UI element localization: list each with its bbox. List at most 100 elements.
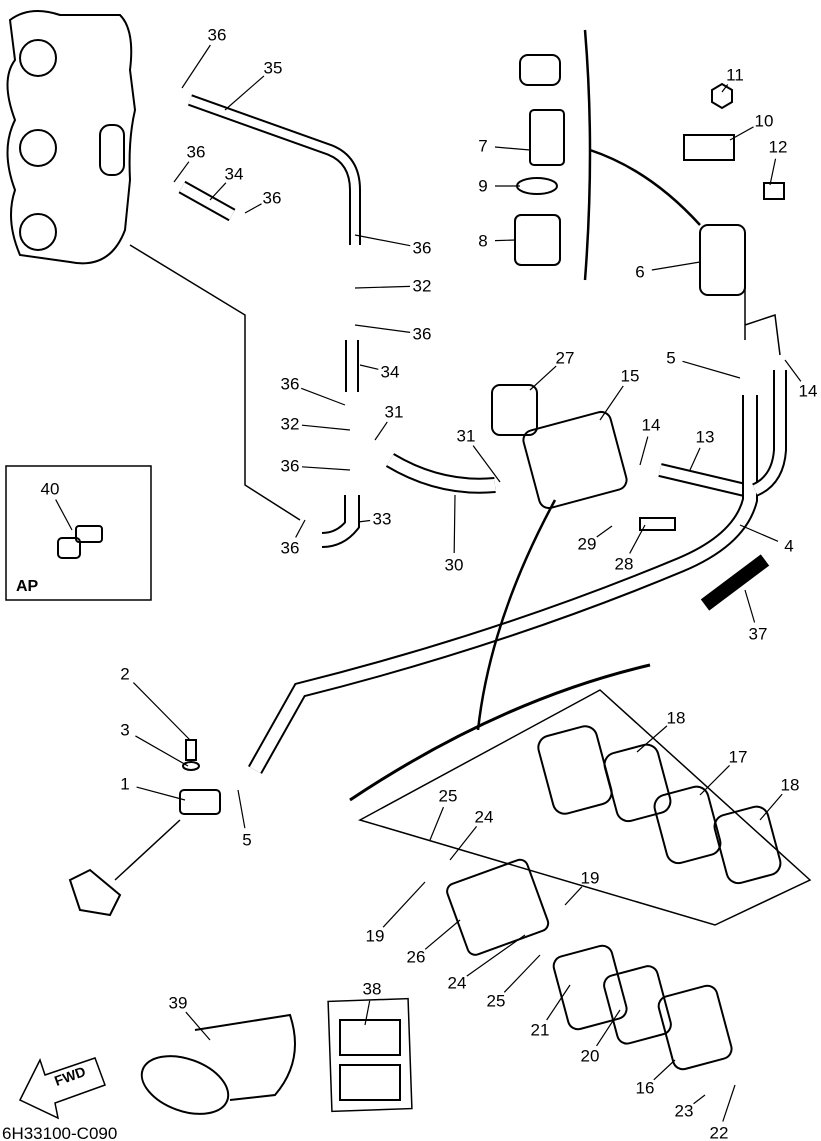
leader-line-23 bbox=[693, 1094, 706, 1105]
callout-38: 38 bbox=[362, 979, 382, 999]
callout-19: 19 bbox=[580, 868, 600, 888]
leader-line-36 bbox=[300, 387, 346, 406]
leader-line-27 bbox=[529, 365, 557, 391]
callout-12: 12 bbox=[768, 137, 788, 157]
leader-line-19 bbox=[564, 886, 583, 906]
leader-line-34 bbox=[359, 364, 379, 370]
leader-line-29 bbox=[596, 525, 613, 538]
callout-20: 20 bbox=[580, 1046, 600, 1066]
callout-35: 35 bbox=[263, 58, 283, 78]
callout-36: 36 bbox=[280, 456, 300, 476]
leader-line-36 bbox=[173, 161, 190, 183]
leader-line-3 bbox=[135, 735, 189, 767]
fuel-filter-6 bbox=[699, 224, 746, 296]
leader-line-11 bbox=[721, 84, 729, 93]
callout-6: 6 bbox=[635, 262, 645, 282]
leader-line-24 bbox=[449, 826, 478, 861]
leader-line-40 bbox=[55, 499, 73, 531]
callout-2: 2 bbox=[120, 664, 130, 684]
leader-line-14 bbox=[784, 359, 802, 382]
callout-3: 3 bbox=[120, 720, 130, 740]
leader-line-20 bbox=[596, 1009, 621, 1047]
callout-24: 24 bbox=[447, 973, 467, 993]
leader-line-22 bbox=[722, 1084, 736, 1122]
callout-27: 27 bbox=[555, 348, 575, 368]
callout-26: 26 bbox=[406, 947, 426, 967]
callout-5: 5 bbox=[666, 348, 676, 368]
callout-36: 36 bbox=[412, 238, 432, 258]
callout-25: 25 bbox=[438, 786, 458, 806]
leader-line-28 bbox=[629, 524, 646, 554]
callout-21: 21 bbox=[530, 1020, 550, 1040]
leader-line-36 bbox=[354, 324, 411, 333]
callout-24: 24 bbox=[474, 807, 494, 827]
callout-17: 17 bbox=[728, 747, 748, 767]
callout-34: 34 bbox=[380, 362, 400, 382]
hose-35 bbox=[187, 94, 361, 245]
callout-5: 5 bbox=[242, 830, 252, 850]
leader-line-18 bbox=[759, 793, 783, 821]
inset-ap-box bbox=[5, 465, 152, 601]
leader-line-4 bbox=[739, 524, 779, 542]
leader-line-18 bbox=[636, 725, 668, 753]
callout-23: 23 bbox=[674, 1101, 694, 1121]
callout-10: 10 bbox=[754, 111, 774, 131]
callout-11: 11 bbox=[726, 65, 744, 85]
callout-40: 40 bbox=[40, 479, 60, 499]
leader-line-19 bbox=[382, 881, 426, 928]
callout-18: 18 bbox=[780, 775, 800, 795]
callout-36: 36 bbox=[207, 25, 227, 45]
callout-30: 30 bbox=[444, 555, 464, 575]
leader-line-36 bbox=[244, 203, 262, 214]
callout-7: 7 bbox=[478, 136, 488, 156]
leader-line-10 bbox=[729, 126, 754, 141]
callout-19: 19 bbox=[365, 926, 385, 946]
callout-14: 14 bbox=[641, 415, 661, 435]
leader-line-16 bbox=[653, 1059, 676, 1081]
leader-line-36 bbox=[354, 234, 411, 247]
leader-line-15 bbox=[599, 385, 624, 421]
leader-line-14 bbox=[639, 436, 649, 466]
callout-28: 28 bbox=[614, 554, 634, 574]
callout-18: 18 bbox=[666, 708, 686, 728]
callout-25: 25 bbox=[486, 991, 506, 1011]
inset-ap-label: AP bbox=[16, 578, 39, 595]
leader-line-5 bbox=[682, 360, 741, 379]
leader-line-30 bbox=[453, 494, 456, 554]
leader-line-37 bbox=[744, 589, 756, 623]
leader-line-32 bbox=[301, 424, 351, 431]
callout-33: 33 bbox=[372, 509, 392, 529]
callout-36: 36 bbox=[280, 538, 300, 558]
callout-14: 14 bbox=[798, 381, 818, 401]
leader-line-8 bbox=[494, 239, 516, 242]
callout-36: 36 bbox=[262, 188, 282, 208]
leader-line-33 bbox=[357, 519, 371, 523]
leader-line-34 bbox=[209, 182, 227, 201]
callout-22: 22 bbox=[709, 1123, 729, 1141]
callout-32: 32 bbox=[280, 414, 300, 434]
callout-36: 36 bbox=[280, 374, 300, 394]
leader-line-5 bbox=[237, 789, 246, 829]
leader-line-21 bbox=[546, 984, 571, 1021]
leader-line-2 bbox=[132, 682, 191, 741]
leader-line-26 bbox=[424, 919, 461, 950]
leader-line-7 bbox=[494, 146, 531, 151]
callout-8: 8 bbox=[478, 231, 488, 251]
leader-line-38 bbox=[364, 1000, 371, 1026]
leader-line-24 bbox=[466, 934, 526, 977]
callout-32: 32 bbox=[412, 276, 432, 296]
leader-line-12 bbox=[769, 158, 777, 186]
callout-39: 39 bbox=[168, 993, 188, 1013]
fuel-pump-15 bbox=[522, 410, 628, 510]
callout-15: 15 bbox=[620, 366, 640, 386]
part-code: 6H33100-C090 bbox=[2, 1124, 118, 1141]
leader-line-39 bbox=[185, 1011, 211, 1041]
leader-line-31 bbox=[472, 445, 501, 483]
leader-line-1 bbox=[136, 786, 186, 801]
callout-34: 34 bbox=[224, 164, 244, 184]
engine-block bbox=[6, 10, 137, 265]
leader-line-6 bbox=[651, 261, 701, 271]
leader-line-35 bbox=[224, 75, 265, 111]
